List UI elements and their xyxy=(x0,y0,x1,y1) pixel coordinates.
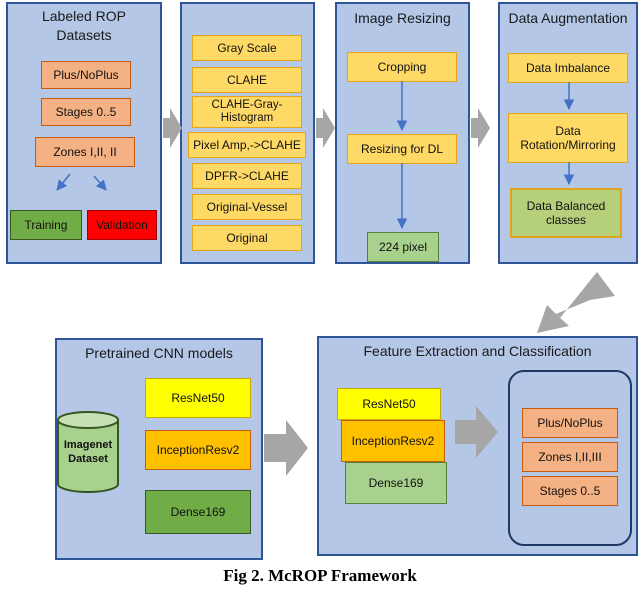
labeled-rop-panel: Labeled ROP Datasets Plus/NoPlus Stages … xyxy=(6,2,162,264)
clahe-box: CLAHE xyxy=(192,67,302,93)
pixel-amp-clahe-box: Pixel Amp,->CLAHE xyxy=(188,132,306,158)
data-imbalance-box: Data Imbalance xyxy=(508,53,628,83)
pretrained-cnn-panel: Pretrained CNN models ResNet50 Inception… xyxy=(55,338,263,560)
validation-box: Validation xyxy=(87,210,157,240)
block-arrow-bottom-icon xyxy=(264,420,308,476)
original-vessel-box: Original-Vessel xyxy=(192,194,302,220)
resizing-dl-box: Resizing for DL xyxy=(347,134,457,164)
pretrained-resnet50-box: ResNet50 xyxy=(145,378,251,418)
pixel-size-box: 224 pixel xyxy=(367,232,439,262)
feature-plus-noplus-box: Plus/NoPlus xyxy=(522,408,618,438)
feature-zones-box: Zones I,II,III xyxy=(522,442,618,472)
plus-noplus-box: Plus/NoPlus xyxy=(41,61,131,89)
dpfr-clahe-box: DPFR->CLAHE xyxy=(192,163,302,189)
block-arrow-2-icon xyxy=(316,108,335,148)
labeled-rop-title: Labeled ROP Datasets xyxy=(41,8,127,43)
feature-extraction-panel: Feature Extraction and Classification Re… xyxy=(317,336,638,556)
clahe-gray-histogram-box: CLAHE-Gray-Histogram xyxy=(192,96,302,128)
diagonal-block-arrow-icon xyxy=(537,272,615,333)
feature-inceptionresv2-box: InceptionResv2 xyxy=(341,420,445,462)
pretrained-cnn-title: Pretrained CNN models xyxy=(85,345,233,361)
data-rotation-box: Data Rotation/Mirroring xyxy=(508,113,628,163)
image-resizing-panel: Image Resizing Cropping Resizing for DL … xyxy=(335,2,470,264)
preprocessing-panel: Gray Scale CLAHE CLAHE-Gray-Histogram Pi… xyxy=(180,2,315,264)
data-balanced-box: Data Balanced classes xyxy=(510,188,622,238)
data-augmentation-panel: Data Augmentation Data Imbalance Data Ro… xyxy=(498,2,638,264)
classification-group xyxy=(508,370,632,546)
pretrained-inceptionresv2-box: InceptionResv2 xyxy=(145,430,251,470)
feature-stages-box: Stages 0..5 xyxy=(522,476,618,506)
feature-extraction-title: Feature Extraction and Classification xyxy=(363,343,592,359)
image-resizing-title: Image Resizing xyxy=(354,10,451,26)
stages-box: Stages 0..5 xyxy=(41,98,131,126)
feature-dense169-box: Dense169 xyxy=(345,462,447,504)
training-box: Training xyxy=(10,210,82,240)
figure-caption: Fig 2. McROP Framework xyxy=(223,566,417,585)
gray-scale-box: Gray Scale xyxy=(192,35,302,61)
block-arrow-3-icon xyxy=(471,108,490,148)
original-box: Original xyxy=(192,225,302,251)
pretrained-dense169-box: Dense169 xyxy=(145,490,251,534)
feature-resnet50-box: ResNet50 xyxy=(337,388,441,420)
zones-box: Zones I,II, II xyxy=(35,137,135,167)
data-augmentation-title: Data Augmentation xyxy=(508,10,628,26)
cropping-box: Cropping xyxy=(347,52,457,82)
